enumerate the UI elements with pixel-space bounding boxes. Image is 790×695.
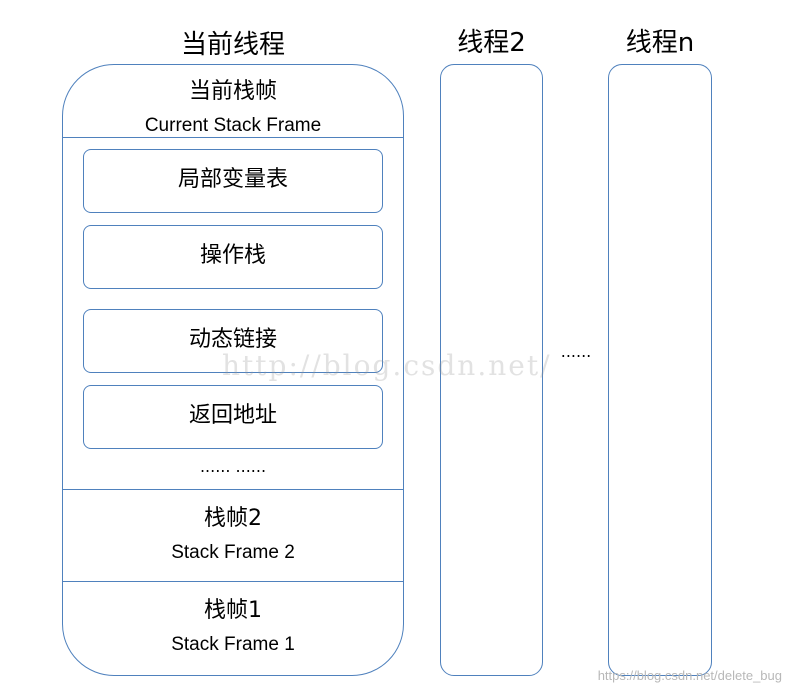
- local-variable-table-box: 局部变量表: [83, 149, 383, 213]
- stack-frame-1-label-en: Stack Frame 1: [171, 634, 295, 655]
- current-thread-stack: 当前栈帧 Current Stack Frame 局部变量表 操作栈 动态链接 …: [62, 64, 404, 676]
- corner-watermark: https://blog.csdn.net/delete_bug: [597, 668, 782, 683]
- thread-2-stack: [440, 64, 543, 676]
- stack-frame-2-label-en: Stack Frame 2: [171, 542, 295, 563]
- thread-2-title: 线程2: [457, 28, 526, 58]
- threads-ellipsis: ......: [560, 342, 592, 361]
- current-thread-title: 当前线程: [180, 30, 285, 60]
- operand-stack-box: 操作栈: [83, 225, 383, 289]
- current-stack-frame-label-zh: 当前栈帧: [188, 79, 277, 104]
- stack-frame-1: 栈帧1 Stack Frame 1: [63, 581, 403, 675]
- center-watermark: http://blog.csdn.net/: [222, 349, 552, 382]
- dynamic-linking-box: 动态链接: [83, 309, 383, 373]
- return-address-box: 返回地址: [83, 385, 383, 449]
- frame-components-ellipsis: ...... ......: [199, 457, 267, 476]
- stack-frame-1-label-zh: 栈帧1: [204, 598, 262, 623]
- thread-n-stack: [608, 64, 712, 676]
- current-stack-frame-label-en: Current Stack Frame: [144, 115, 322, 136]
- stack-frame-2-label-zh: 栈帧2: [204, 506, 262, 531]
- stack-frame-2: 栈帧2 Stack Frame 2: [63, 489, 403, 582]
- current-stack-frame: 当前栈帧 Current Stack Frame: [63, 65, 403, 138]
- thread-n-title: 线程n: [625, 28, 695, 58]
